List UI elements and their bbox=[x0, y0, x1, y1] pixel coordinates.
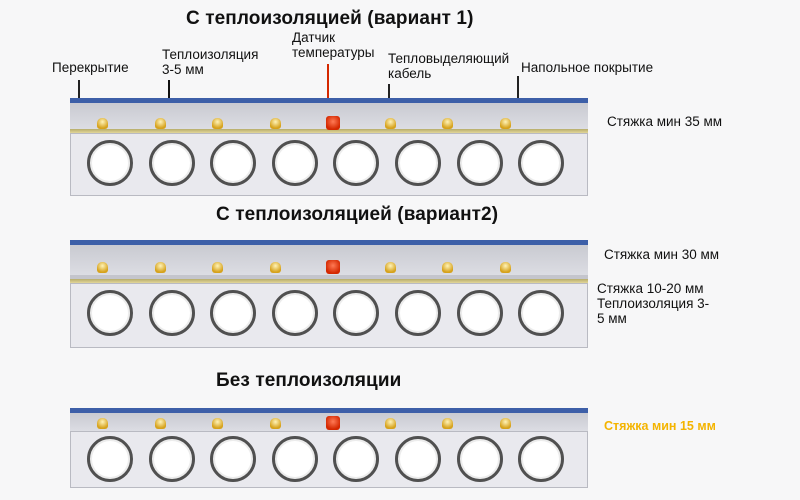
hollow-core-slab bbox=[70, 431, 588, 488]
variant3-diagram bbox=[70, 408, 588, 488]
temperature-sensor bbox=[326, 260, 340, 274]
heating-cable bbox=[97, 262, 108, 273]
heating-cable bbox=[499, 418, 511, 429]
label-screed-30: Стяжка мин 30 мм bbox=[604, 247, 720, 262]
slab-hole bbox=[333, 436, 380, 482]
heating-cable bbox=[442, 118, 453, 129]
temperature-sensor bbox=[326, 416, 340, 430]
slab-hole bbox=[148, 436, 195, 482]
heating-cable bbox=[154, 418, 166, 429]
slab-hole bbox=[271, 290, 318, 336]
slab-hole bbox=[87, 140, 133, 186]
heating-cable bbox=[384, 118, 396, 129]
label-screed-15: Стяжка мин 15 мм bbox=[604, 419, 716, 433]
heating-cable bbox=[269, 118, 281, 129]
heating-cable bbox=[499, 118, 511, 129]
leader-sensor bbox=[327, 64, 329, 118]
slab-hole bbox=[456, 140, 503, 186]
slab-hole bbox=[87, 436, 133, 482]
slab-hole bbox=[333, 140, 380, 186]
floor-covering bbox=[70, 240, 588, 245]
slab-hole bbox=[518, 290, 565, 336]
heating-cable bbox=[384, 262, 396, 273]
variant2-title: С теплоизоляцией (вариант2) bbox=[216, 204, 499, 225]
slab-hole bbox=[210, 140, 257, 186]
floor-covering bbox=[70, 408, 588, 413]
hollow-core-slab bbox=[70, 283, 588, 348]
slab-hole bbox=[456, 436, 503, 482]
label-screed-35: Стяжка мин 35 мм bbox=[607, 114, 723, 129]
heating-cable bbox=[269, 418, 281, 429]
heating-cable bbox=[154, 118, 166, 129]
floor-covering bbox=[70, 98, 588, 103]
insulation-layer bbox=[70, 129, 588, 133]
heating-cable bbox=[499, 262, 511, 273]
variant2-diagram bbox=[70, 240, 588, 348]
slab-hole bbox=[271, 140, 318, 186]
variant1-title: С теплоизоляцией (вариант 1) bbox=[186, 8, 474, 29]
insulation-layer bbox=[70, 279, 588, 283]
heating-cable bbox=[269, 262, 281, 273]
variant3-title: Без теплоизоляции bbox=[216, 370, 402, 391]
label-screed-insulation: Стяжка 10-20 мм Теплоизоляция 3- 5 мм bbox=[597, 281, 710, 326]
screed-layer-bottom bbox=[70, 275, 588, 279]
slab-hole bbox=[87, 290, 133, 336]
slab-hole bbox=[518, 436, 565, 482]
temperature-sensor bbox=[326, 116, 340, 130]
label-slab: Перекрытие bbox=[52, 60, 129, 75]
heating-cable bbox=[154, 262, 166, 273]
slab-hole bbox=[456, 290, 503, 336]
label-temperature-sensor: Датчик температуры bbox=[292, 30, 375, 60]
slab-hole bbox=[395, 140, 441, 186]
hollow-core-slab bbox=[70, 133, 588, 196]
heating-cable bbox=[212, 262, 223, 273]
heating-cable bbox=[97, 418, 108, 429]
slab-hole bbox=[395, 436, 441, 482]
heating-cable bbox=[442, 418, 453, 429]
slab-hole bbox=[148, 140, 195, 186]
variant1-diagram bbox=[70, 98, 588, 196]
slab-hole bbox=[271, 436, 318, 482]
heating-cable bbox=[97, 118, 108, 129]
slab-hole bbox=[210, 290, 257, 336]
label-heating-cable: Тепловыделяющий кабель bbox=[388, 51, 510, 81]
slab-hole bbox=[518, 140, 565, 186]
slab-hole bbox=[333, 290, 380, 336]
heating-cable bbox=[384, 418, 396, 429]
heating-cable bbox=[212, 418, 223, 429]
heating-cable bbox=[212, 118, 223, 129]
leader-slab bbox=[78, 80, 80, 100]
heating-cable bbox=[442, 262, 453, 273]
leader-covering bbox=[517, 76, 519, 98]
slab-hole bbox=[395, 290, 441, 336]
label-insulation: Теплоизоляция 3-5 мм bbox=[162, 47, 259, 77]
slab-hole bbox=[148, 290, 195, 336]
label-floor-covering: Напольное покрытие bbox=[521, 60, 654, 75]
slab-hole bbox=[210, 436, 257, 482]
